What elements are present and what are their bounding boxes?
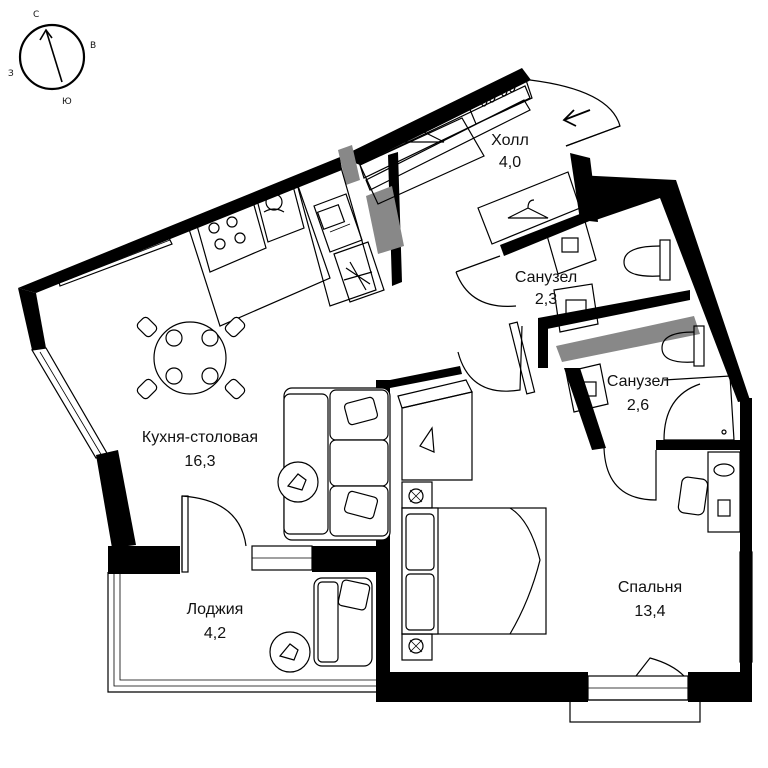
dining-table	[136, 316, 246, 400]
desk	[677, 451, 741, 533]
coat-hanger-icon	[419, 426, 435, 453]
sink-icon	[553, 283, 599, 333]
compass-east-label: В	[90, 41, 96, 51]
room-name-kitchen: Кухня-столовая	[142, 429, 258, 446]
toilet-icon	[623, 239, 671, 281]
sink-icon	[313, 193, 363, 253]
shower-icon	[663, 375, 735, 441]
washing-machine-icon	[545, 217, 597, 275]
room-area-loggia: 4,2	[204, 625, 226, 642]
room-name-bath2: Санузел	[607, 373, 669, 390]
room-name-bedroom: Спальня	[618, 579, 682, 596]
washing-machine-icon	[255, 181, 305, 243]
plant-icon	[277, 461, 319, 503]
bath1-furniture	[545, 217, 671, 333]
room-name-hall: Холл	[491, 132, 529, 149]
stove-icon	[195, 197, 267, 273]
room-name-bath1: Санузел	[515, 269, 577, 286]
compass: С В Ю З	[8, 10, 96, 107]
room-area-bath2: 2,6	[627, 397, 649, 414]
compass-south-label: Ю	[62, 97, 72, 107]
compass-west-label: З	[8, 69, 14, 79]
loggia-furniture	[269, 577, 373, 673]
room-labels: Холл 4,0 Санузел 2,3 Санузел 2,6 Кухня-с…	[142, 132, 682, 642]
room-area-bath1: 2,3	[535, 291, 557, 308]
compass-needle	[45, 29, 63, 83]
room-area-kitchen: 16,3	[184, 453, 215, 470]
lamp-icon	[401, 481, 433, 509]
slippers-icon	[480, 79, 516, 107]
walls	[18, 68, 752, 702]
room-area-bedroom: 13,4	[634, 603, 665, 620]
entrance-arrow-icon	[562, 109, 591, 127]
hall-furniture	[359, 73, 591, 245]
sink-icon	[565, 363, 609, 413]
room-name-loggia: Лоджия	[187, 601, 244, 618]
coat-hanger-icon	[507, 199, 549, 219]
room-area-hall: 4,0	[499, 154, 521, 171]
ventilation-shafts	[338, 145, 700, 362]
doors	[181, 79, 685, 677]
plant-icon	[269, 631, 311, 673]
bed	[401, 507, 547, 635]
kitchen-furniture	[136, 163, 391, 541]
snowflake-icon	[333, 241, 385, 303]
toilet-icon	[661, 325, 705, 367]
compass-north-label: С	[33, 10, 39, 20]
coat-hanger-icon	[403, 123, 445, 143]
bath2-furniture	[565, 325, 735, 441]
windows	[31, 235, 753, 723]
lamp-icon	[401, 633, 433, 661]
bedroom-furniture	[397, 379, 741, 661]
